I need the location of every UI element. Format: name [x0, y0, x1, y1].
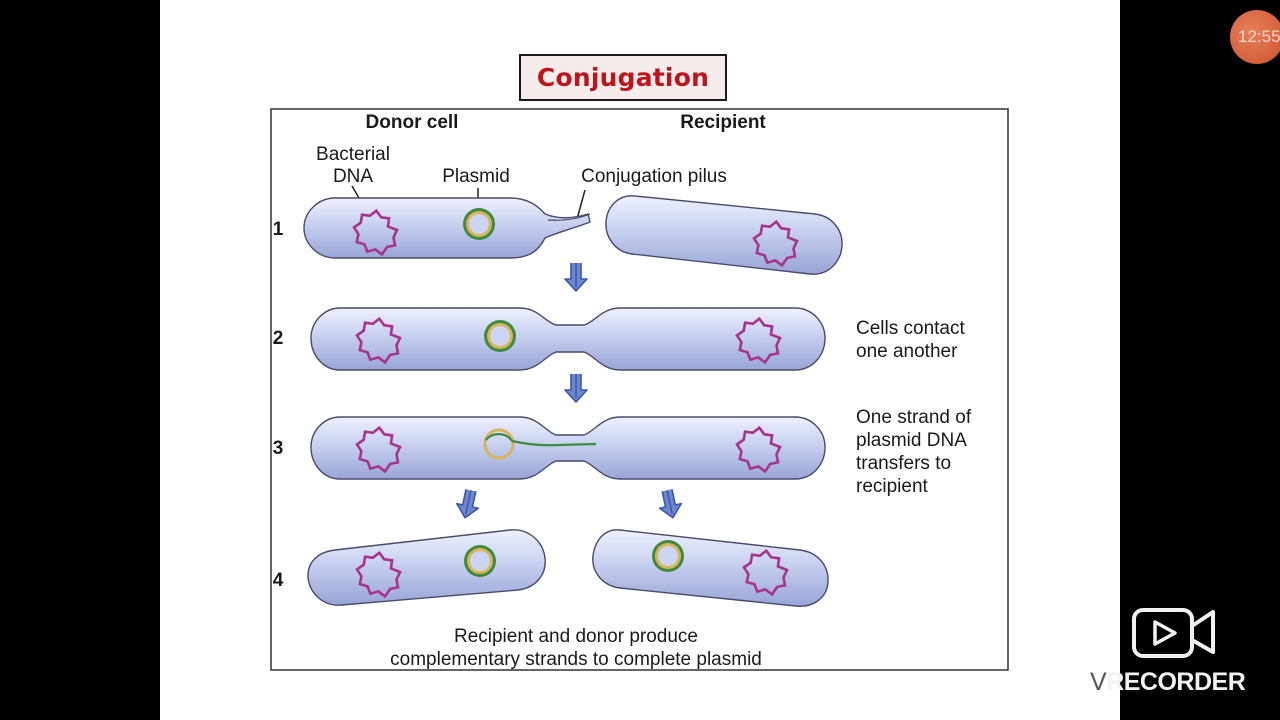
- recorder-prefix: V: [1090, 668, 1107, 696]
- bottom-caption-line2: complementary strands to complete plasmi…: [390, 649, 762, 670]
- step3-caption-line2: plasmid DNA: [856, 430, 967, 451]
- bottom-caption-line1: Recipient and donor produce: [454, 626, 698, 647]
- step3-caption-line4: recipient: [856, 476, 929, 497]
- step1-recipient-cell: [605, 195, 843, 275]
- clock-badge[interactable]: 12:55: [1230, 10, 1280, 64]
- step-number-3: 3: [273, 438, 284, 459]
- donor-cell-header: Donor cell: [366, 112, 459, 133]
- step-number-1: 1: [273, 219, 284, 240]
- recorder-watermark: VRECORDER: [1090, 668, 1246, 697]
- step-number-4: 4: [273, 570, 284, 591]
- step4-recipient-cell: [592, 529, 829, 607]
- recipient-header: Recipient: [680, 112, 766, 133]
- step3-mating-pair: [310, 416, 826, 480]
- step-number-2: 2: [273, 328, 284, 349]
- step2-caption-line1: Cells contact: [856, 318, 965, 339]
- slide-title: Conjugation: [536, 63, 710, 92]
- plasmid-label: Plasmid: [442, 166, 510, 187]
- step1-donor-cell: [303, 197, 591, 259]
- recorder-label: RECORDER: [1106, 668, 1246, 696]
- step2-mating-pair: [310, 307, 826, 371]
- slide-title-box: Conjugation: [519, 54, 727, 101]
- bacterial-dna-label-line2: DNA: [333, 166, 373, 187]
- pilus-leader-line: [576, 189, 586, 220]
- clock-time: 12:55: [1238, 27, 1280, 46]
- step3-caption-line1: One strand of: [856, 407, 972, 428]
- video-camera-icon: [1132, 608, 1215, 658]
- bacterial-dna-label-line1: Bacterial: [316, 144, 390, 165]
- step2-caption-line2: one another: [856, 341, 958, 362]
- pilus-label: Conjugation pilus: [581, 166, 727, 187]
- step4-donor-cell: [307, 529, 546, 606]
- step3-caption-line3: transfers to: [856, 453, 951, 474]
